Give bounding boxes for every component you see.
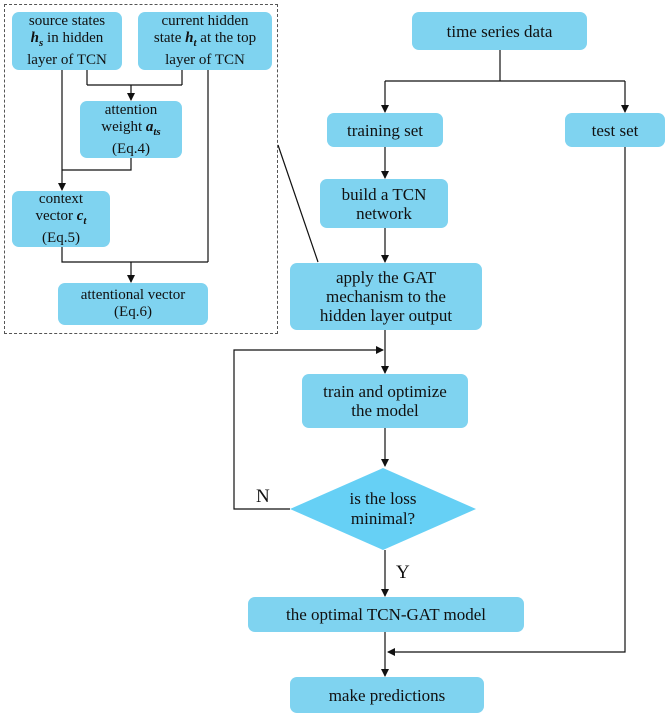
current-hidden-state-node: current hidden state ht at the top layer… <box>138 12 272 70</box>
loss-decision-text: is the loss minimal? <box>349 489 417 528</box>
loss-decision-diamond <box>290 468 476 550</box>
optimal-model-node: the optimal TCN-GAT model <box>248 597 524 632</box>
source-states-node: source states hs in hidden layer of TCN <box>12 12 122 70</box>
zoom-connector <box>277 144 319 263</box>
no-label: N <box>256 486 270 507</box>
attention-detail-frame <box>4 4 278 334</box>
test-set-node: test set <box>565 113 665 147</box>
attentional-vector-node: attentional vector (Eq.6) <box>58 283 208 325</box>
make-predictions-node: make predictions <box>290 677 484 713</box>
training-set-node: training set <box>327 113 443 147</box>
edge-test-merge <box>387 147 626 656</box>
yes-label: Y <box>396 562 410 583</box>
attention-weight-node: attention weight ats (Eq.4) <box>80 101 182 158</box>
time-series-data-node: time series data <box>412 12 587 50</box>
edge-weight-context <box>62 158 132 171</box>
context-vector-node: context vector ct (Eq.5) <box>12 191 110 247</box>
edge-loop-no <box>233 346 384 510</box>
